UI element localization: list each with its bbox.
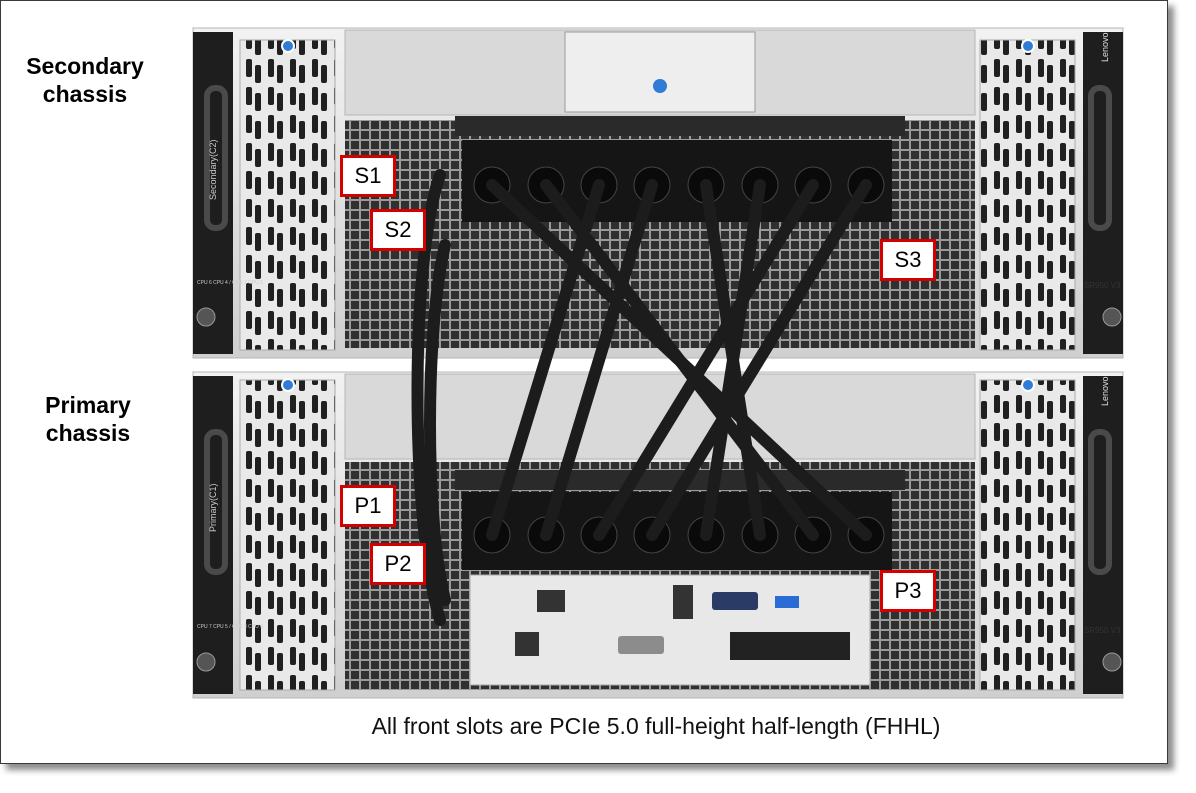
figure-caption: All front slots are PCIe 5.0 full-height… xyxy=(371,713,941,739)
callout-s2: S2 xyxy=(370,209,426,251)
cpu-label: CPU 7 CPU 5 / CPU 3 CPU 0 xyxy=(197,624,263,630)
secondary-chassis xyxy=(192,27,1124,359)
brand-mark: Lenovo xyxy=(1100,376,1110,406)
thumbscrew xyxy=(196,307,216,327)
cpu-label: CPU 6 CPU 4 / CPU 2 CPU 1 xyxy=(197,280,263,286)
secondary-chassis-label: Secondary chassis xyxy=(0,52,170,108)
primary-chassis-label: Primary chassis xyxy=(18,391,158,447)
release-latch-icon xyxy=(1021,39,1035,53)
chassis-tag: Primary(C1) xyxy=(208,483,218,532)
center-latch-icon xyxy=(653,79,667,93)
right-handle xyxy=(1088,85,1112,231)
usb-port-icon xyxy=(673,585,693,619)
primary-chassis xyxy=(192,371,1124,699)
slot-label-bar xyxy=(455,116,905,136)
brand-mark: Lenovo xyxy=(1100,32,1110,62)
left-handle xyxy=(204,85,228,231)
secondary-label-line2: chassis xyxy=(42,81,128,107)
release-latch-icon xyxy=(1021,378,1035,392)
chassis-tag: Secondary(C2) xyxy=(208,139,218,200)
model-label: SR950 V3 xyxy=(1084,626,1121,635)
pcie-cables xyxy=(411,169,872,626)
front-operator-panel xyxy=(730,632,850,660)
center-bracket xyxy=(564,31,756,113)
release-latch-icon xyxy=(281,378,295,392)
callout-p3: P3 xyxy=(880,570,936,612)
callout-p2: P2 xyxy=(370,543,426,585)
thumbscrew xyxy=(196,652,216,672)
ethernet-port-icon xyxy=(537,590,565,612)
left-vent-bay xyxy=(239,379,336,691)
callout-p1: P1 xyxy=(340,485,396,527)
primary-label-line1: Primary xyxy=(45,392,131,418)
thumbscrew xyxy=(1102,307,1122,327)
vga-port-icon xyxy=(712,592,758,610)
left-vent-bay xyxy=(239,39,336,351)
right-vent-bay xyxy=(979,39,1076,351)
callout-s1: S1 xyxy=(340,155,396,197)
model-label: SR950 V3 xyxy=(1084,281,1121,290)
right-vent-bay xyxy=(979,379,1076,691)
left-handle xyxy=(204,429,228,575)
serial-port-icon xyxy=(618,636,664,654)
release-latch-icon xyxy=(281,39,295,53)
mini-display-port-icon xyxy=(515,632,539,656)
right-handle xyxy=(1088,429,1112,575)
thumbscrew xyxy=(1102,652,1122,672)
secondary-label-line1: Secondary xyxy=(26,53,144,79)
primary-label-line2: chassis xyxy=(45,420,131,446)
callout-s3: S3 xyxy=(880,239,936,281)
usb3-port-icon xyxy=(775,596,799,608)
io-panel xyxy=(469,574,871,686)
